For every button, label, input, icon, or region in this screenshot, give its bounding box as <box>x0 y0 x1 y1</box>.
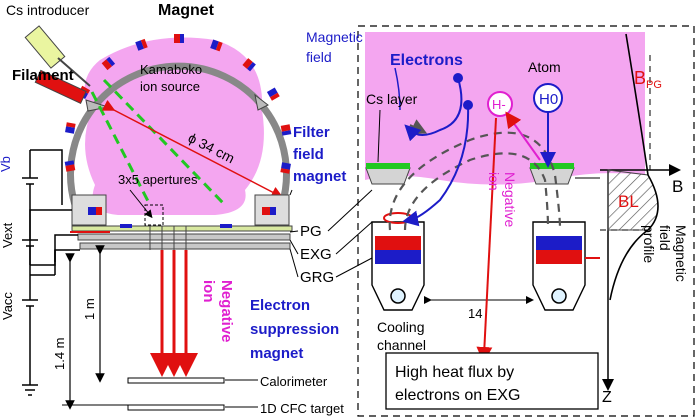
pg-label: PG <box>300 223 322 240</box>
cs-introducer-label: Cs introducer <box>6 2 90 18</box>
magnetic-field-label-2: field <box>306 49 332 65</box>
apertures-label: 3x5 apertures <box>118 172 198 187</box>
b-axis-label: B <box>672 177 683 196</box>
cs-layer-left <box>366 163 410 169</box>
electron-path-1 <box>404 77 463 142</box>
esm-label-3: magnet <box>250 345 303 362</box>
calorimeter-label: Calorimeter <box>260 374 328 389</box>
vb-label: Vb <box>0 156 13 172</box>
source-name-label-2: ion source <box>140 79 200 94</box>
neg-ion-arrow <box>476 117 497 363</box>
electron-path-2 <box>402 104 470 227</box>
dist-14m-label: 1.4 m <box>52 337 67 370</box>
h-minus-label: H- <box>492 97 506 112</box>
center-labels: Filter field magnet PG EXG GRG Electron … <box>250 124 373 362</box>
cs-introducer-pipe <box>57 57 91 87</box>
filament-tip <box>85 99 110 112</box>
atom-label: Atom <box>528 59 561 75</box>
heat-flux-label-1: High heat flux by <box>395 364 514 381</box>
magnet-blocks <box>64 34 292 174</box>
target-label: 1D CFC target <box>260 401 344 416</box>
bl-label: BL <box>618 192 639 211</box>
grid-grg <box>79 242 291 250</box>
dist-1m-label: 1 m <box>82 298 97 320</box>
grg-label: GRG <box>300 269 334 286</box>
filter-label-3: magnet <box>293 168 346 185</box>
calorimeter-plate <box>127 377 225 384</box>
bpg-label: BPG <box>634 68 662 91</box>
z-axis-label: Z <box>602 389 612 406</box>
zoom-section: H0 H- Magnetic field Electrons Atom Cs l… <box>306 25 695 417</box>
neg-ion-label-left-1: Negative <box>218 280 235 343</box>
cooling-channel-left <box>390 288 406 304</box>
exg-label: EXG <box>300 246 332 263</box>
filament-label: Filament <box>12 67 74 84</box>
magnetic-field-label-1: Magnetic <box>306 29 363 45</box>
electrons-label: Electrons <box>390 52 463 69</box>
h-minus-circle <box>487 91 513 117</box>
magnet-label: Magnet <box>158 2 215 19</box>
esm-label-1: Electron <box>250 297 310 314</box>
h-zero-label: H0 <box>539 91 558 108</box>
neg-ion-label-right-2: ion <box>486 172 502 191</box>
heat-flux-label-2: electrons on EXG <box>395 387 520 404</box>
grid-exg <box>77 233 291 241</box>
source-name-label-1: Kamaboko <box>140 62 202 77</box>
cs-introducer-body <box>24 25 66 69</box>
profile-label-1: Magnetic <box>673 225 689 282</box>
zoom-frame <box>357 25 695 417</box>
esm-label-2: suppression <box>250 321 339 338</box>
target-plate <box>127 404 225 411</box>
exg-magnet-left <box>371 212 425 311</box>
filter-label-2: field <box>293 146 324 163</box>
cooling-channel-right <box>551 288 567 304</box>
exg-magnet-right <box>532 221 600 311</box>
power-circuit <box>22 149 80 396</box>
grid-pg <box>71 225 293 232</box>
heat-flux-box <box>385 352 599 410</box>
aperture-marks <box>149 226 187 250</box>
neg-ion-label-left-2: ion <box>200 280 217 303</box>
pg-piece-right <box>529 167 575 185</box>
field-line-dashed-1 <box>388 131 562 231</box>
field-profile-curve <box>609 33 659 301</box>
profile-label-3: profile <box>641 225 657 263</box>
electron-dot-2 <box>463 100 473 110</box>
neg-ion-label-right-1: Negative <box>502 172 518 227</box>
electron-dot-1 <box>453 73 463 83</box>
diameter-arrow <box>101 99 284 198</box>
filament-body <box>34 69 87 104</box>
spacing-label: 14 <box>468 306 482 321</box>
ion-source-section: Cs introducer Magnet Filament Kamaboko i… <box>0 2 344 416</box>
cooling-label-1: Cooling <box>377 319 424 335</box>
vacc-label: Vacc <box>0 292 15 320</box>
cooling-label-2: channel <box>377 337 426 353</box>
filter-label-1: Filter <box>293 124 330 141</box>
pg-piece-left <box>365 167 411 185</box>
vext-label: Vext <box>0 222 15 248</box>
cs-layer-label: Cs layer <box>366 91 418 107</box>
profile-label-2: field <box>657 225 673 251</box>
